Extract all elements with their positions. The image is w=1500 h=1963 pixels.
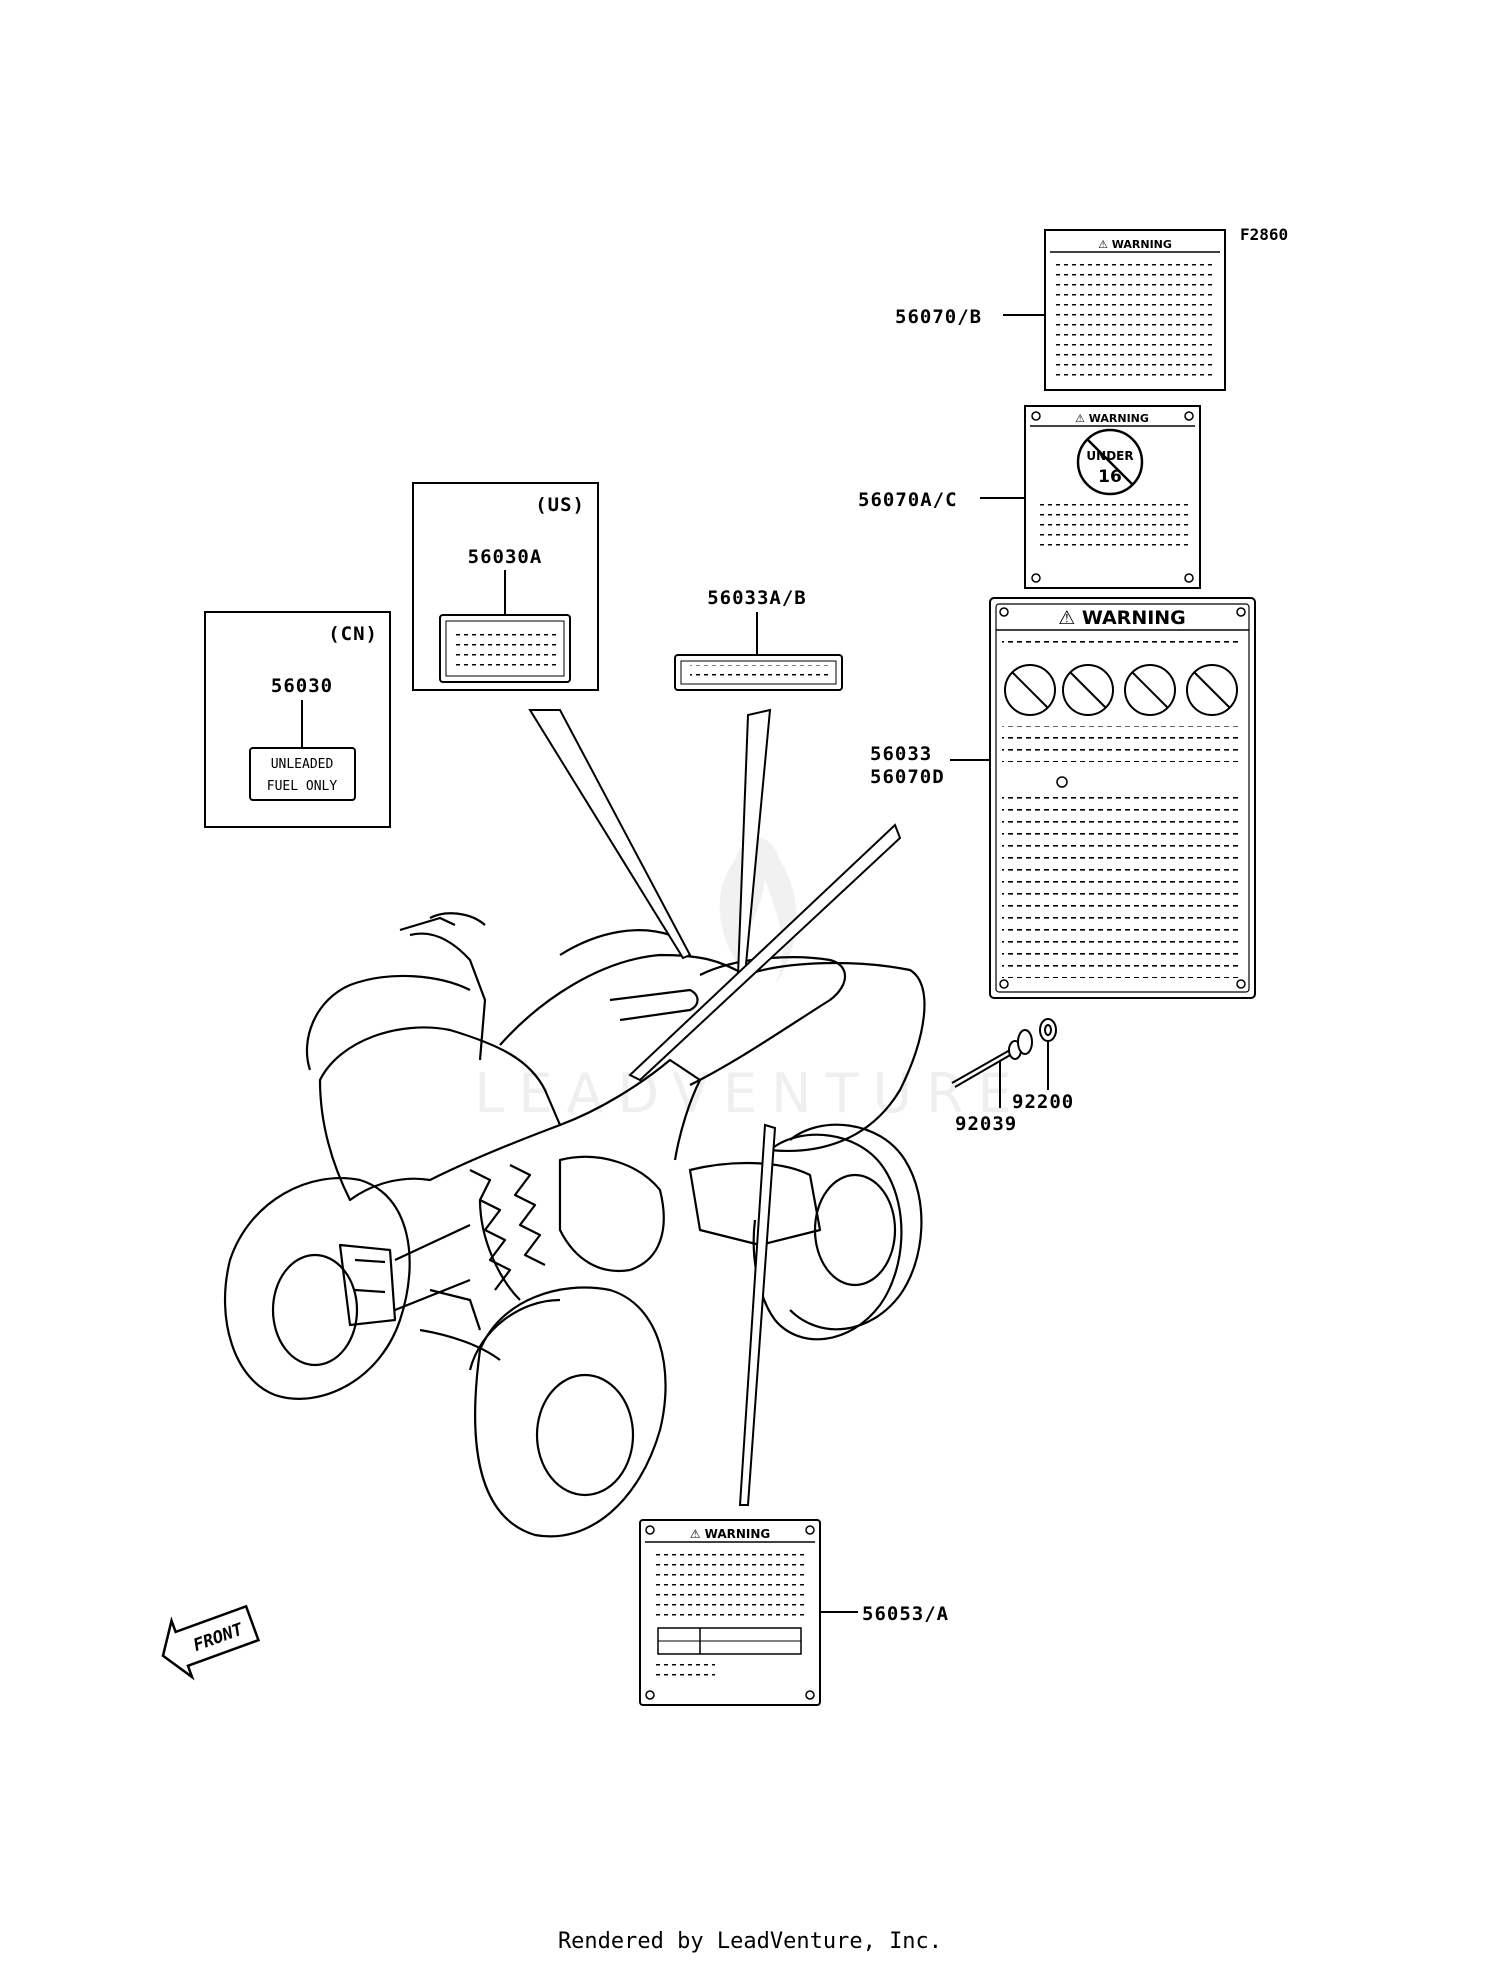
warning-heading: WARNING xyxy=(705,1527,771,1541)
label-92200: 92200 xyxy=(1012,1091,1074,1113)
fuel-line1: UNLEADED xyxy=(271,757,334,772)
label-56070d: 56070D xyxy=(870,766,945,788)
under-text: UNDER xyxy=(1086,449,1133,463)
label-56033: 56033 xyxy=(870,743,932,765)
warning-heading: WARNING xyxy=(1089,412,1149,425)
svg-text:⚠ WARNING: ⚠ WARNING xyxy=(1058,607,1186,629)
label-56053a: 56053/A xyxy=(862,1603,949,1625)
region-us: (US) xyxy=(535,494,585,516)
warning-heading: WARNING xyxy=(1112,238,1172,251)
label-56030a: 56030A xyxy=(468,546,543,568)
label-56033ab: 56033A/B xyxy=(707,587,807,609)
decal-56070ac: ⚠ WARNING UNDER 16 xyxy=(1024,405,1201,589)
decal-56070b: ⚠ WARNING xyxy=(1044,229,1226,391)
fuel-line2: FUEL ONLY xyxy=(267,779,338,794)
decal-56030-box: (CN) 56030 UNLEADED FUEL ONLY xyxy=(204,611,391,828)
decal-56053a: ⚠ WARNING xyxy=(639,1519,821,1706)
watermark-text: LEADVENTURE xyxy=(474,1062,1025,1125)
rivet-92039 xyxy=(951,1029,1033,1088)
age-text: 16 xyxy=(1098,467,1122,487)
svg-text:⚠ WARNING: ⚠ WARNING xyxy=(1098,238,1172,251)
figure-id: F2860 xyxy=(1240,225,1288,244)
svg-text:⚠ WARNING: ⚠ WARNING xyxy=(1075,412,1149,425)
label-56070ac: 56070A/C xyxy=(858,489,958,511)
label-56070b: 56070/B xyxy=(895,306,982,328)
warning-heading: WARNING xyxy=(1082,607,1186,629)
leader-wedges xyxy=(528,708,902,1506)
label-56030: 56030 xyxy=(271,675,333,697)
label-92039: 92039 xyxy=(955,1113,1017,1135)
region-cn: (CN) xyxy=(328,623,378,645)
decal-56030a-box: (US) 56030A xyxy=(412,482,599,691)
decal-56033-56070d: ⚠ WARNING xyxy=(989,597,1256,999)
atv-illustration xyxy=(223,912,926,1538)
front-arrow: FRONT xyxy=(161,1604,261,1681)
decal-56033ab: 56033A/B xyxy=(674,587,843,691)
footer-credit: Rendered by LeadVenture, Inc. xyxy=(558,1929,942,1954)
svg-text:⚠ WARNING: ⚠ WARNING xyxy=(690,1527,771,1541)
washer-92200 xyxy=(1039,1018,1057,1042)
